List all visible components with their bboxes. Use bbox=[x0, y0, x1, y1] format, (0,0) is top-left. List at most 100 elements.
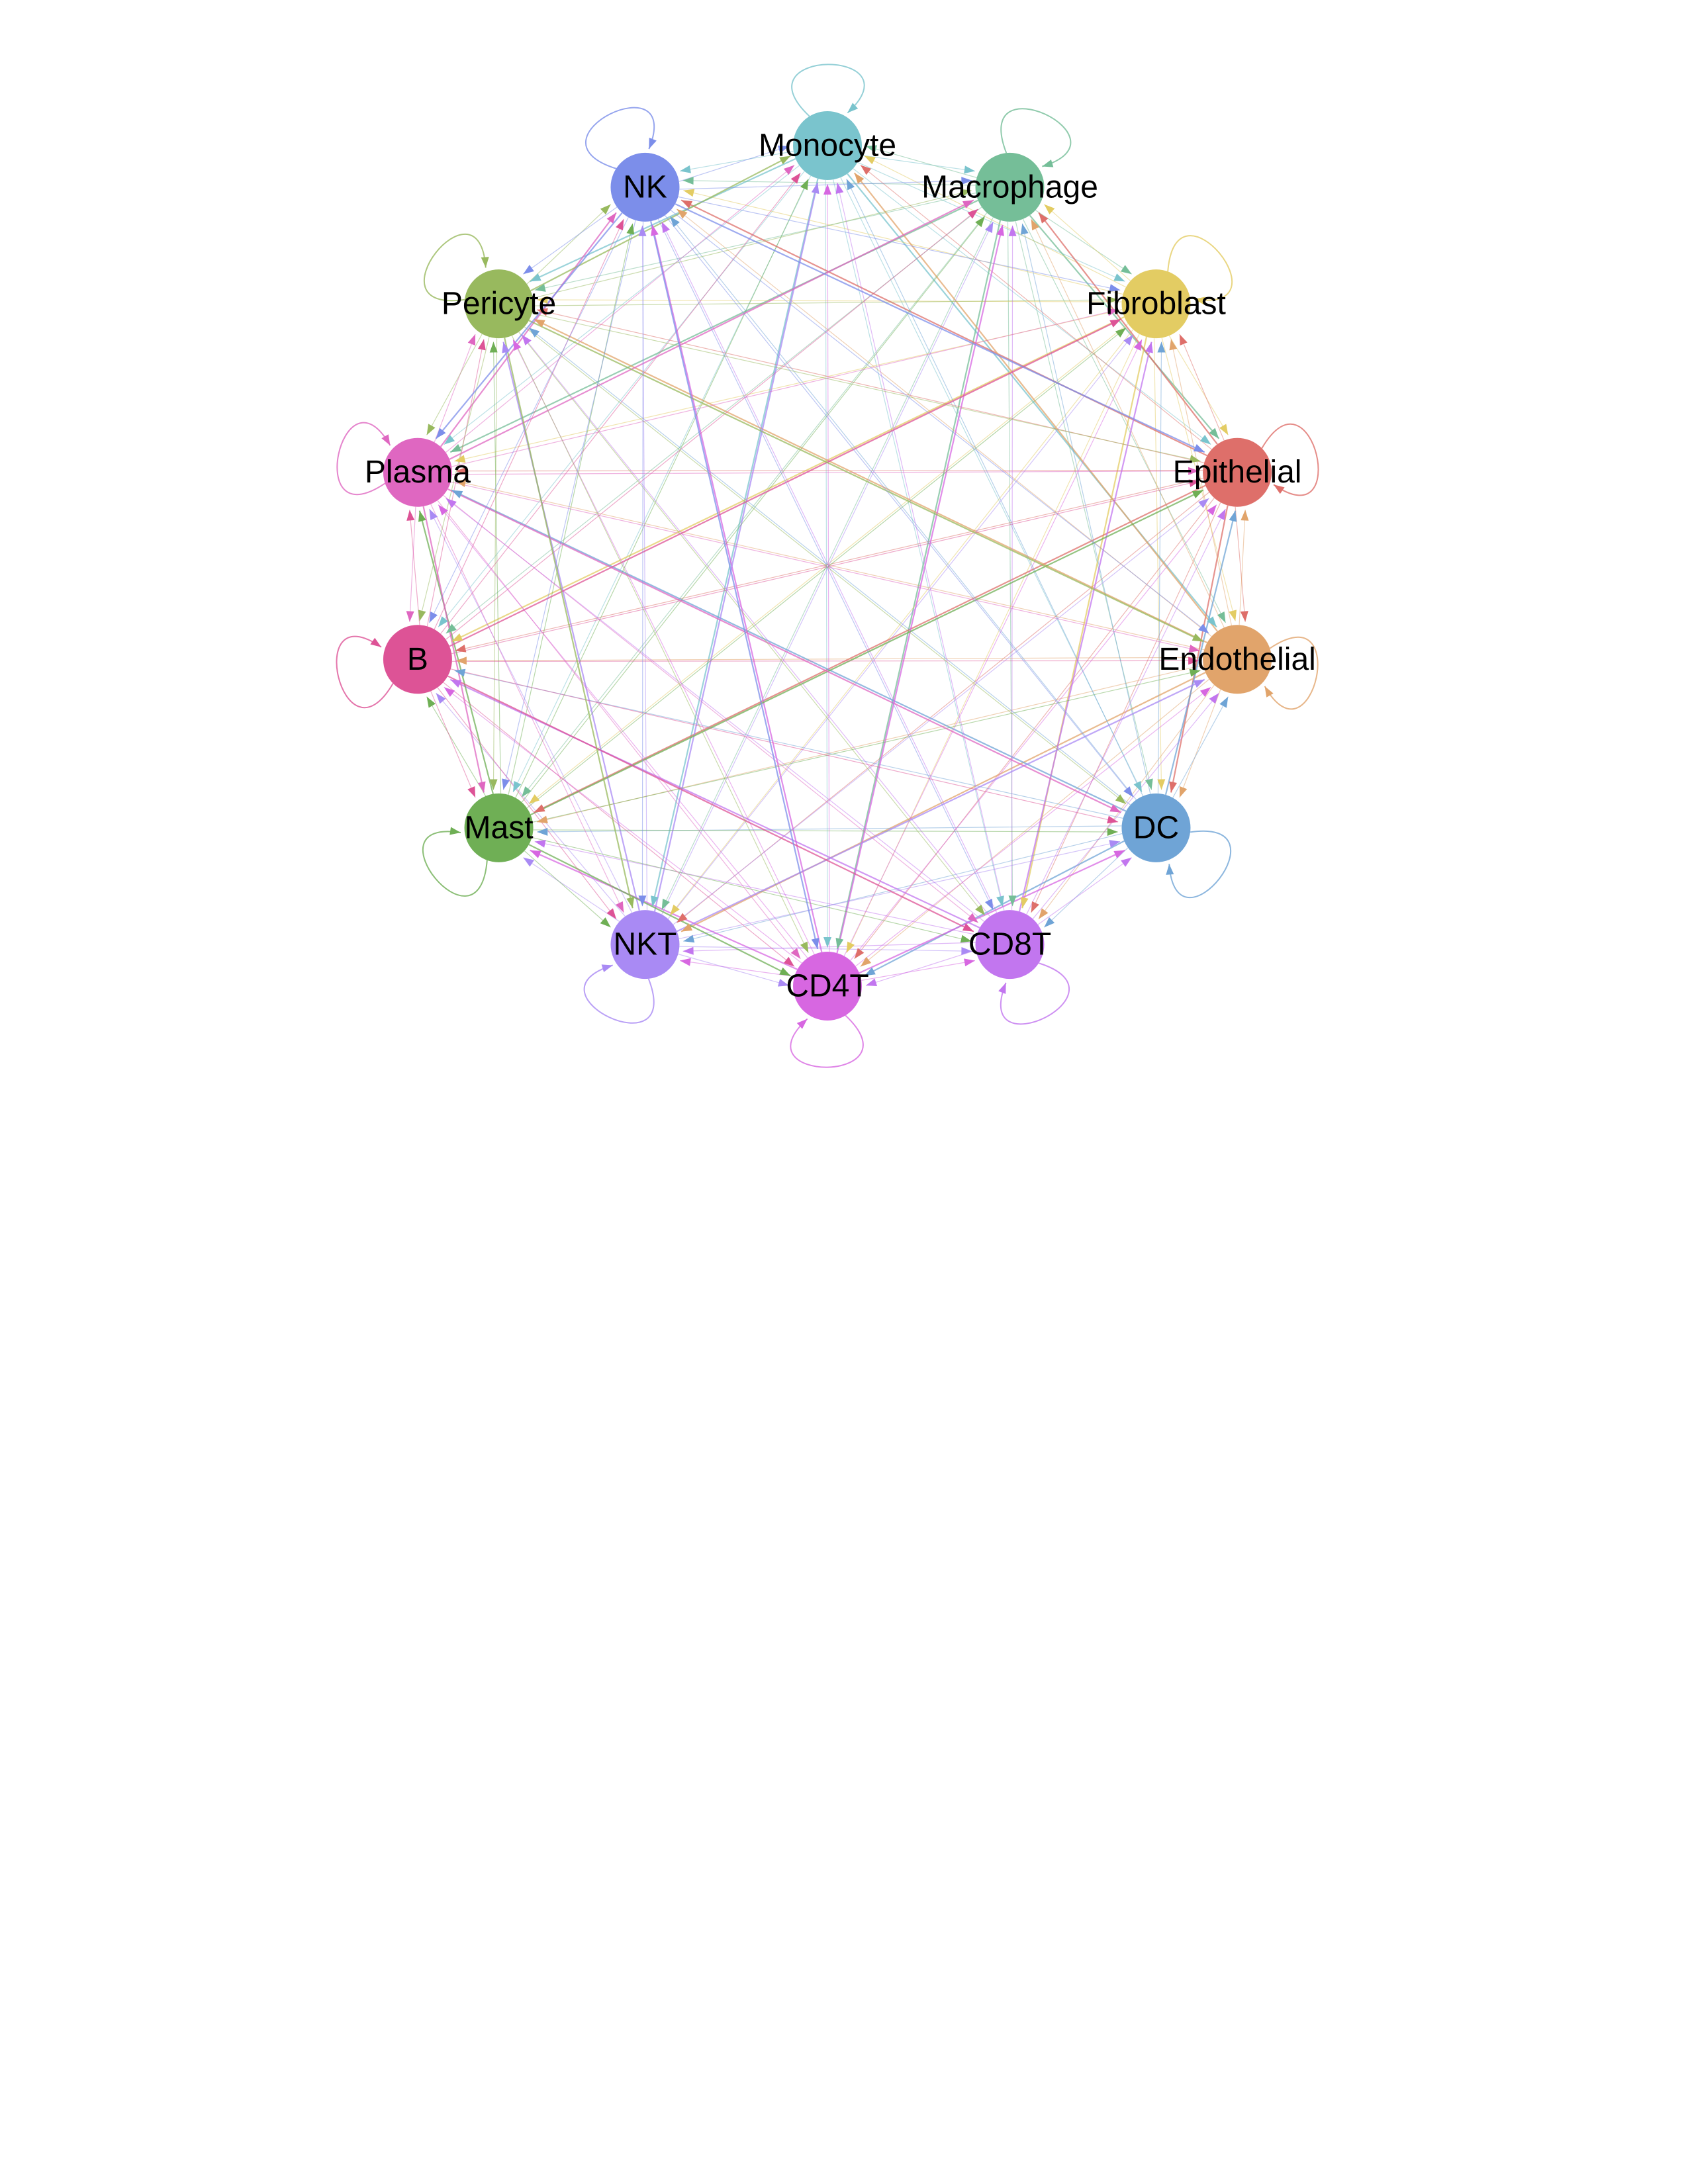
arrowhead-DC-to-Pericyte bbox=[528, 328, 540, 338]
arrowhead-Endothelial-to-Fibroblast bbox=[1169, 339, 1178, 351]
edge-B-to-CD4T bbox=[443, 682, 795, 967]
edge-NKT-to-Plasma bbox=[429, 508, 633, 913]
node-NK bbox=[610, 152, 680, 222]
edge-CD4T-to-CD8T bbox=[861, 960, 976, 981]
edge-Macrophage-to-Fibroblast bbox=[1035, 210, 1132, 275]
arrowhead-Mast-to-NKT bbox=[600, 917, 611, 928]
edge-Plasma-to-Mast bbox=[422, 506, 485, 793]
arrowhead-Macrophage-to-CD4T bbox=[835, 938, 844, 949]
arrowhead-Fibroblast-to-Mast bbox=[528, 794, 540, 804]
edge-CD4T-to-Epithelial bbox=[850, 504, 1217, 961]
edge-Plasma-to-Monocyte bbox=[445, 165, 795, 453]
arrowhead-B-to-Plasma bbox=[406, 510, 415, 521]
edge-Monocyte-to-Macrophage bbox=[860, 154, 975, 172]
arrowhead-Endothelial-to-CD8T bbox=[1039, 908, 1049, 919]
arrowhead-Fibroblast-to-Endothelial bbox=[1229, 610, 1237, 621]
edge-CD8T-to-CD4T bbox=[865, 950, 976, 986]
edge-NK-to-Plasma bbox=[435, 212, 623, 439]
edge-Macrophage-to-Plasma bbox=[449, 199, 978, 453]
arrowhead-B-to-Macrophage bbox=[967, 208, 978, 219]
edge-Fibroblast-to-DC bbox=[1153, 338, 1162, 790]
arrowhead-CD8T-to-Macrophage bbox=[1008, 225, 1017, 236]
arrowhead-CD4T-to-Pericyte bbox=[512, 339, 522, 351]
edge-Macrophage-to-NK bbox=[682, 180, 976, 186]
edge-Monocyte-to-B bbox=[438, 171, 805, 627]
node-label-Fibroblast: Fibroblast bbox=[1086, 287, 1226, 322]
node-Fibroblast bbox=[1121, 269, 1191, 339]
arrowhead-NKT-to-CD8T bbox=[961, 946, 972, 955]
arrowhead-Macrophage-to-Endothelial bbox=[1217, 612, 1226, 623]
edge-B-to-Fibroblast bbox=[449, 318, 1121, 647]
arrowhead-Pericyte-to-NK bbox=[600, 204, 611, 215]
arrowhead-Epithelial-to-Macrophage bbox=[1039, 212, 1049, 224]
edge-Pericyte-to-DC bbox=[524, 326, 1127, 805]
arrowhead-Fibroblast-to-Pericyte bbox=[537, 296, 548, 304]
arrowhead-Epithelial-to-CD8T bbox=[1031, 901, 1039, 913]
arrowhead-Pericyte-to-Endothelial bbox=[1192, 633, 1203, 642]
arrowhead-NKT-to-CD4T bbox=[777, 979, 790, 987]
node-label-NKT: NKT bbox=[613, 927, 677, 962]
edge-Epithelial-to-Macrophage bbox=[1038, 212, 1218, 445]
arrowhead-self-CD4T bbox=[796, 1019, 808, 1029]
arrowhead-Endothelial-to-Epithelial bbox=[1241, 510, 1249, 521]
arrowhead-B-to-Monocyte bbox=[790, 173, 801, 184]
arrowhead-Macrophage-to-Epithelial bbox=[1209, 428, 1219, 439]
arrowhead-NKT-to-Pericyte bbox=[502, 341, 510, 353]
arrowhead-CD4T-to-Epithelial bbox=[1207, 504, 1217, 516]
arrowhead-NKT-to-Mast bbox=[523, 857, 534, 867]
edge-NK-to-Pericyte bbox=[522, 206, 618, 275]
arrowhead-Fibroblast-to-Epithelial bbox=[1219, 424, 1229, 435]
self-loop-Macrophage bbox=[1000, 108, 1072, 167]
edge-Endothelial-to-Fibroblast bbox=[1170, 339, 1233, 626]
node-DC bbox=[1121, 793, 1191, 862]
arrowhead-self-DC bbox=[1166, 864, 1174, 875]
self-loops bbox=[336, 64, 1319, 1068]
arrowhead-CD4T-to-Plasma bbox=[438, 504, 448, 516]
arrowhead-Pericyte-to-Monocyte bbox=[779, 156, 791, 165]
arrowhead-Macrophage-to-DC bbox=[1145, 778, 1153, 790]
node-label-Macrophage: Macrophage bbox=[921, 169, 1098, 205]
arrowhead-Fibroblast-to-CD8T bbox=[1020, 897, 1029, 909]
edge-Mast-to-Endothelial bbox=[532, 670, 1201, 823]
arrowhead-Plasma-to-B bbox=[406, 611, 414, 622]
arrowhead-NKT-to-Fibroblast bbox=[1123, 334, 1133, 345]
arrowhead-Macrophage-to-Plasma bbox=[450, 443, 462, 453]
self-loop-Plasma bbox=[336, 422, 391, 496]
arrowhead-self-Fibroblast bbox=[1194, 296, 1205, 305]
edge-DC-to-Monocyte bbox=[846, 179, 1144, 797]
edge-NKT-to-DC bbox=[679, 841, 1121, 940]
edge-B-to-NK bbox=[434, 218, 624, 630]
edge-CD4T-to-Fibroblast bbox=[843, 339, 1143, 956]
arrowhead-NK-to-DC bbox=[1123, 786, 1133, 797]
arrowhead-NKT-to-Plasma bbox=[429, 508, 438, 520]
arrowhead-Pericyte-to-B bbox=[418, 610, 426, 621]
arrowhead-self-CD8T bbox=[998, 982, 1006, 994]
arrowhead-CD8T-to-Epithelial bbox=[1217, 508, 1226, 520]
arrowhead-Endothelial-to-Mast bbox=[536, 815, 548, 824]
edge-CD8T-to-DC bbox=[1037, 857, 1133, 925]
edge-Monocyte-to-Pericyte bbox=[530, 158, 796, 283]
arrowhead-Endothelial-to-DC bbox=[1179, 786, 1188, 798]
node-label-Pericyte: Pericyte bbox=[442, 287, 556, 322]
edge-Endothelial-to-Epithelial bbox=[1239, 510, 1246, 625]
edge-DC-to-NKT bbox=[683, 833, 1123, 942]
edge-Epithelial-to-CD8T bbox=[1031, 502, 1221, 913]
edge-NKT-to-CD8T bbox=[679, 946, 972, 952]
arrowhead-DC-to-Endothelial bbox=[1219, 696, 1229, 708]
edge-Mast-to-CD8T bbox=[532, 837, 972, 942]
edge-Mast-to-Pericyte bbox=[492, 341, 502, 794]
arrowhead-Pericyte-to-CD4T bbox=[800, 941, 809, 953]
arrowhead-self-Macrophage bbox=[1042, 159, 1054, 167]
edge-Endothelial-to-CD4T bbox=[860, 678, 1209, 967]
arrowhead-NK-to-Fibroblast bbox=[1109, 284, 1121, 292]
edge-Endothelial-to-Monocyte bbox=[853, 172, 1218, 632]
edge-B-to-CD8T bbox=[447, 675, 974, 933]
arrowhead-Macrophage-to-Monocyte bbox=[865, 145, 878, 153]
arrowhead-Epithelial-to-Fibroblast bbox=[1179, 334, 1188, 346]
arrowhead-DC-to-Fibroblast bbox=[1157, 341, 1166, 353]
edge-Macrophage-to-Endothelial bbox=[1022, 218, 1226, 623]
arrowhead-B-to-Endothelial bbox=[1188, 657, 1199, 665]
arrowhead-CD4T-to-NK bbox=[651, 224, 659, 236]
edge-Fibroblast-to-NK bbox=[683, 190, 1123, 295]
edge-CD8T-to-Endothelial bbox=[1032, 692, 1219, 919]
